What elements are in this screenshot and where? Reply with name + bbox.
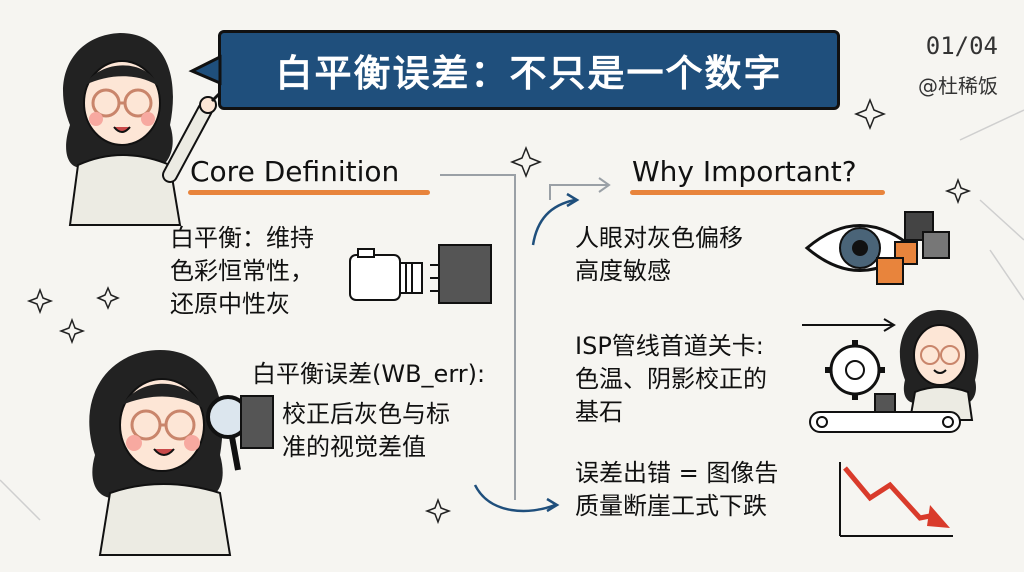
definition-text: 白平衡：维持 色彩恒常性， 还原中性灰 [170,224,314,318]
author-handle: @杜稀饭 [918,74,998,98]
camera-icon [349,248,440,301]
page-number: 01/04 [925,32,998,60]
small-gray-swatch [240,395,274,449]
core-definition-heading: Core Definition [190,155,400,188]
wb-error-text: 校正后灰色与标 准的视觉差值 [282,400,450,461]
eye-icon [804,211,950,285]
flow-arrows [473,177,611,513]
gray-swatch [438,244,492,304]
core-definition-underline [188,190,430,195]
page-title: 白平衡误差：不只是一个数字 [275,52,783,95]
point-isp-pipeline: ISP管线首道关卡: 色温、阴影校正的 基石 [575,332,767,426]
girl-magnifier-illustration [89,350,250,556]
point-quality-drop: 误差出错 = 图像告 质量断崖工式下跌 [575,459,779,520]
point-eye-sensitivity: 人眼对灰色偏移 高度敏感 [575,224,743,285]
title-banner: 白平衡误差：不只是一个数字 [218,30,840,110]
isp-arrow [802,318,896,332]
why-important-heading: Why Important? [632,155,857,188]
downtrend-chart-icon [839,462,953,537]
why-important-underline [630,190,885,195]
wb-error-label: 白平衡误差(WB_err): [252,360,486,388]
girl-gear-illustration [809,310,979,433]
speech-tail-icon [188,54,222,86]
girl-pointing-illustration [63,33,222,226]
